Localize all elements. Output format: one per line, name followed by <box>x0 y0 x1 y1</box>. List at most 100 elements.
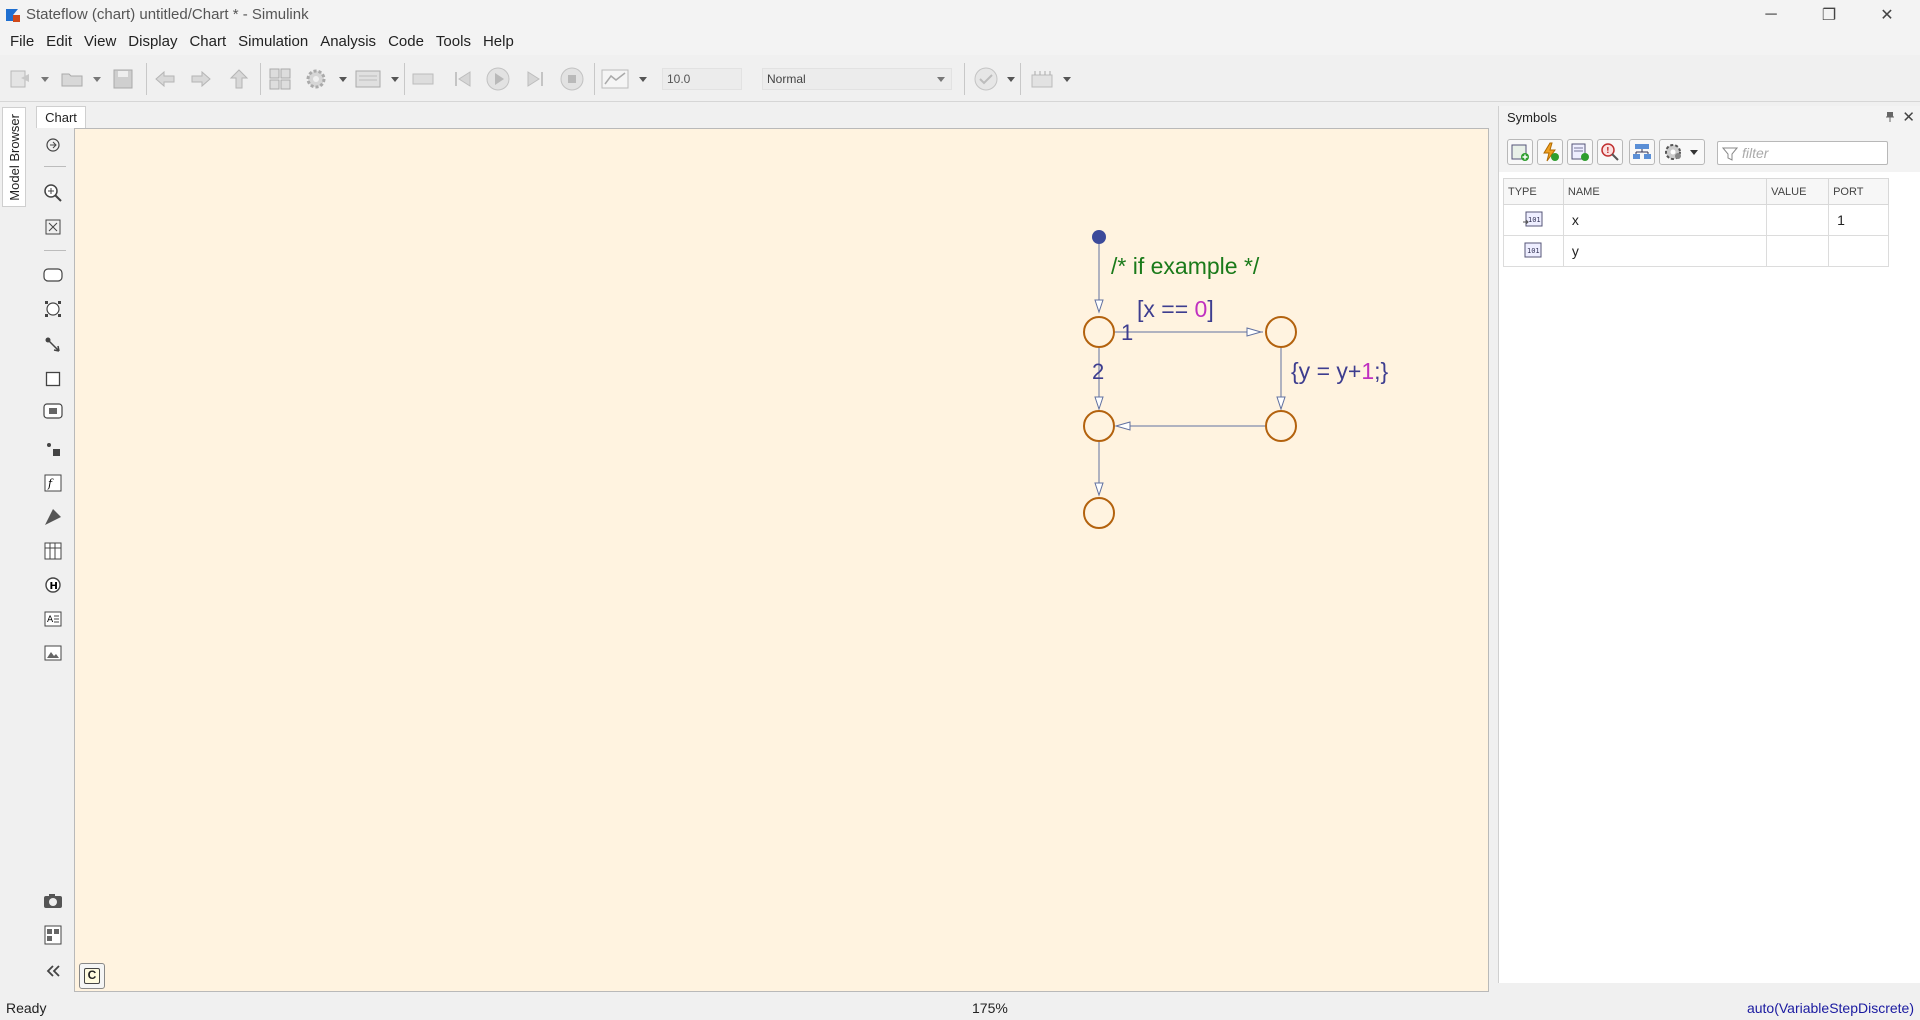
port-cell[interactable] <box>1828 235 1889 267</box>
open-icon[interactable] <box>58 66 88 92</box>
forward-icon[interactable] <box>188 66 214 92</box>
close-window-button[interactable]: ✕ <box>1880 6 1894 24</box>
truth-table-icon[interactable] <box>42 540 64 562</box>
name-cell[interactable]: y <box>1562 235 1768 267</box>
new-model-icon[interactable] <box>6 66 36 92</box>
model-browser-tab[interactable]: Model Browser <box>2 107 26 207</box>
image-tool-icon[interactable] <box>42 642 64 664</box>
step-forward-icon[interactable] <box>522 66 548 92</box>
condition-label[interactable]: [x == 0] <box>1137 296 1214 322</box>
build-dropdown[interactable] <box>1062 66 1072 92</box>
type-cell[interactable]: 101 <box>1503 235 1564 267</box>
junction-action[interactable] <box>1265 410 1297 442</box>
fit-to-view-icon[interactable] <box>42 216 64 238</box>
model-settings-gear-icon[interactable] <box>302 66 330 92</box>
value-cell[interactable] <box>1766 235 1830 267</box>
port-cell[interactable]: 1 <box>1828 204 1889 236</box>
open-dropdown[interactable] <box>92 66 102 92</box>
minimize-button[interactable]: ─ <box>1765 5 1777 23</box>
default-transition-icon[interactable] <box>42 334 64 356</box>
save-icon[interactable] <box>110 66 136 92</box>
stop-icon[interactable] <box>558 66 586 92</box>
model-explorer-icon[interactable] <box>354 66 382 92</box>
menu-chart[interactable]: Chart <box>189 33 227 50</box>
subchart-tool-icon[interactable] <box>42 368 64 390</box>
pin-icon[interactable] <box>1885 111 1895 126</box>
matlab-function-icon[interactable]: A <box>42 608 64 630</box>
data-inspector-dropdown[interactable] <box>638 66 648 92</box>
data-inspector-icon[interactable] <box>600 66 630 92</box>
screenshot-camera-icon[interactable] <box>42 890 64 912</box>
simulation-mode-select[interactable]: Normal <box>762 68 952 90</box>
model-advisor-dropdown[interactable] <box>1006 66 1016 92</box>
code-view-button[interactable]: C <box>79 963 105 989</box>
chart-canvas[interactable]: /* if example */ [x == 0] 1 2 {y = y+1;} <box>74 128 1489 992</box>
junction-merge[interactable] <box>1083 410 1115 442</box>
table-row[interactable]: 101 x 1 <box>1503 204 1889 236</box>
stop-time-input[interactable]: 10.0 <box>662 68 742 90</box>
zoom-in-icon[interactable] <box>42 182 64 204</box>
model-advisor-check-icon[interactable] <box>972 66 1000 92</box>
graphical-function-icon[interactable]: f <box>42 472 64 494</box>
type-cell[interactable]: 101 <box>1503 204 1564 236</box>
name-cell[interactable]: x <box>1562 204 1768 236</box>
back-navigate-icon[interactable] <box>42 134 64 156</box>
local-data-icon: 101 <box>1524 242 1542 257</box>
hierarchy-view-icon[interactable] <box>1629 139 1655 165</box>
add-data-icon[interactable] <box>1507 139 1533 165</box>
default-transition-dot[interactable] <box>1092 230 1106 244</box>
add-message-icon[interactable] <box>1567 139 1593 165</box>
resolve-undefined-icon[interactable]: ! <box>1597 139 1623 165</box>
back-icon[interactable] <box>152 66 178 92</box>
symbols-header: Symbols ✕ <box>1499 106 1920 130</box>
add-event-icon[interactable] <box>1537 139 1563 165</box>
model-browser-label: Model Browser <box>6 113 22 201</box>
settings-gear-icon[interactable] <box>1659 139 1705 165</box>
palette-separator <box>44 250 66 251</box>
menu-code[interactable]: Code <box>388 33 424 50</box>
build-model-icon[interactable] <box>1028 66 1058 92</box>
collapse-palette-icon[interactable] <box>42 960 64 982</box>
step-back-icon[interactable] <box>450 66 476 92</box>
window-title: Stateflow (chart) untitled/Chart * - Sim… <box>26 6 309 23</box>
close-panel-icon[interactable]: ✕ <box>1902 109 1915 126</box>
model-explorer-dropdown[interactable] <box>390 66 400 92</box>
junction-tool-icon[interactable] <box>42 438 64 460</box>
menu-display[interactable]: Display <box>128 33 178 50</box>
solver-link[interactable]: auto(VariableStepDiscrete) <box>1746 1000 1914 1016</box>
menu-analysis[interactable]: Analysis <box>320 33 377 50</box>
filter-input[interactable]: filter <box>1717 141 1888 165</box>
column-name[interactable]: NAME <box>1562 178 1768 205</box>
chart-comment[interactable]: /* if example */ <box>1111 253 1260 279</box>
junction-end[interactable] <box>1083 497 1115 529</box>
state-tool-icon[interactable] <box>42 264 64 286</box>
settings-dropdown[interactable] <box>338 66 348 92</box>
menu-simulation[interactable]: Simulation <box>238 33 309 50</box>
view-marks-icon[interactable] <box>42 924 64 946</box>
restore-button[interactable]: ❐ <box>1821 6 1837 24</box>
run-play-icon[interactable] <box>484 66 512 92</box>
simulink-state-tool-icon[interactable] <box>42 400 64 422</box>
junction-start[interactable] <box>1083 316 1115 348</box>
menu-view[interactable]: View <box>84 33 117 50</box>
stepping-options-icon[interactable] <box>410 66 438 92</box>
menu-file[interactable]: File <box>10 33 35 50</box>
table-row[interactable]: 101 y <box>1503 235 1889 267</box>
action-label[interactable]: {y = y+1;} <box>1291 358 1389 384</box>
menu-edit[interactable]: Edit <box>46 33 73 50</box>
column-port[interactable]: PORT <box>1828 178 1889 205</box>
menu-tools[interactable]: Tools <box>435 33 471 50</box>
tab-chart[interactable]: Chart <box>36 106 86 128</box>
new-model-dropdown[interactable] <box>40 66 50 92</box>
junction-true[interactable] <box>1265 316 1297 348</box>
menu-help[interactable]: Help <box>482 33 514 50</box>
zoom-level[interactable]: 175% <box>972 1000 1008 1016</box>
library-browser-icon[interactable] <box>266 66 294 92</box>
box-tool-icon[interactable] <box>42 298 64 320</box>
up-icon[interactable] <box>226 66 252 92</box>
column-type[interactable]: TYPE <box>1503 178 1564 205</box>
value-cell[interactable] <box>1766 204 1830 236</box>
annotation-tool-icon[interactable] <box>42 506 64 528</box>
history-junction-icon[interactable]: H <box>42 574 64 596</box>
column-value[interactable]: VALUE <box>1766 178 1830 205</box>
